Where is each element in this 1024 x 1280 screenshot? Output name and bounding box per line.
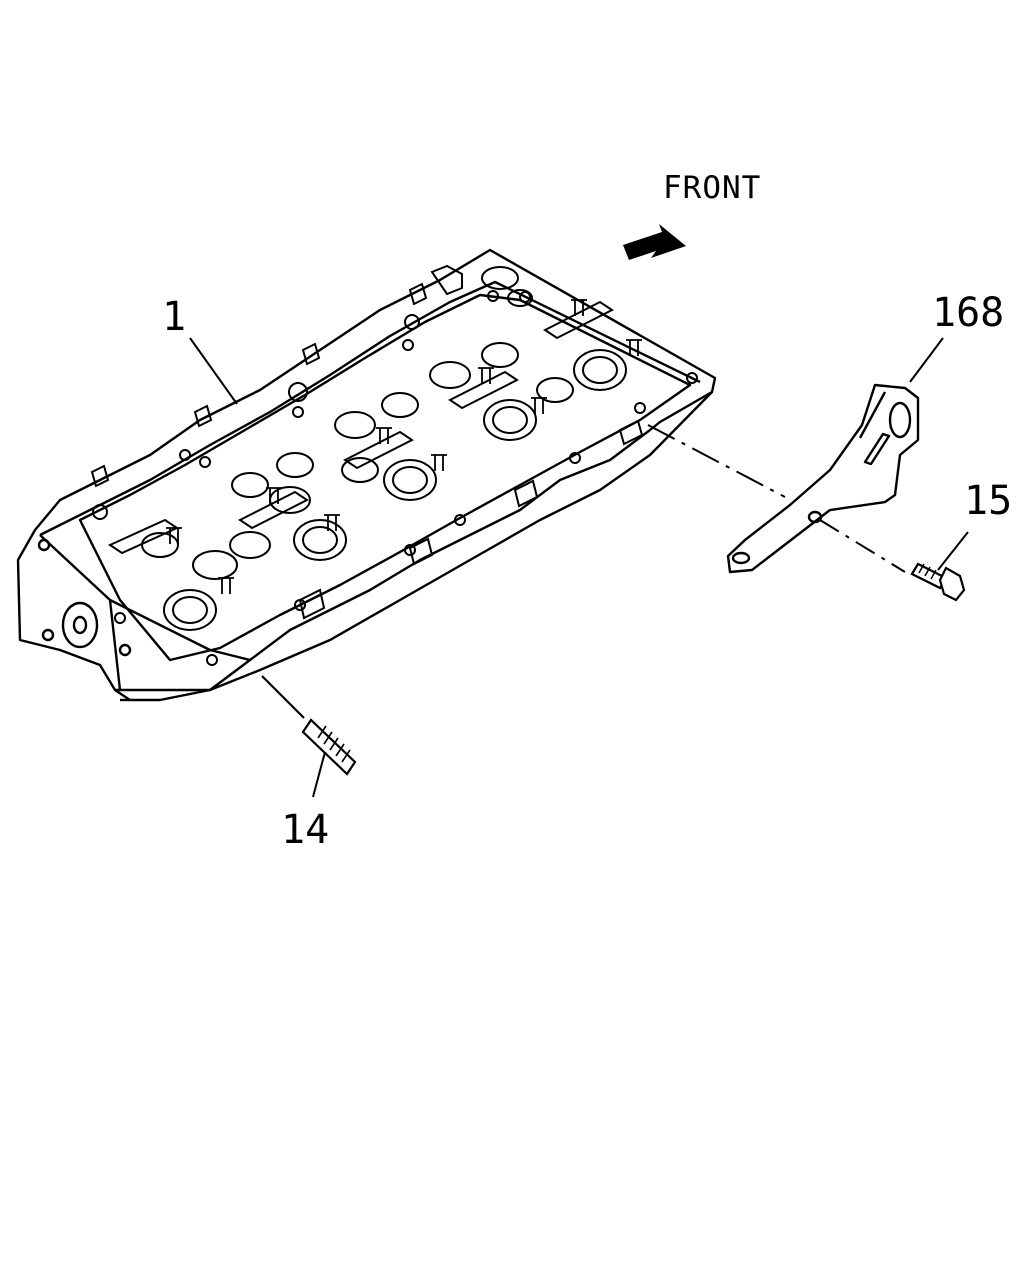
front-arrow-icon: [623, 224, 686, 260]
callout-bolt: 15: [964, 478, 1013, 524]
front-label: FRONT: [663, 170, 762, 206]
bolt: [819, 519, 969, 602]
leader-line-1: [189, 337, 238, 405]
alignment-line-bracket: [647, 424, 786, 498]
callout-cylinder-head: 1: [162, 294, 187, 340]
callout-bracket: 168: [932, 290, 1005, 336]
callout-stud: 14: [281, 807, 330, 853]
stud: [261, 675, 357, 798]
cylinder-head-details: [90, 264, 698, 666]
bracket: [726, 337, 944, 574]
cylinder-head: [16, 248, 717, 702]
